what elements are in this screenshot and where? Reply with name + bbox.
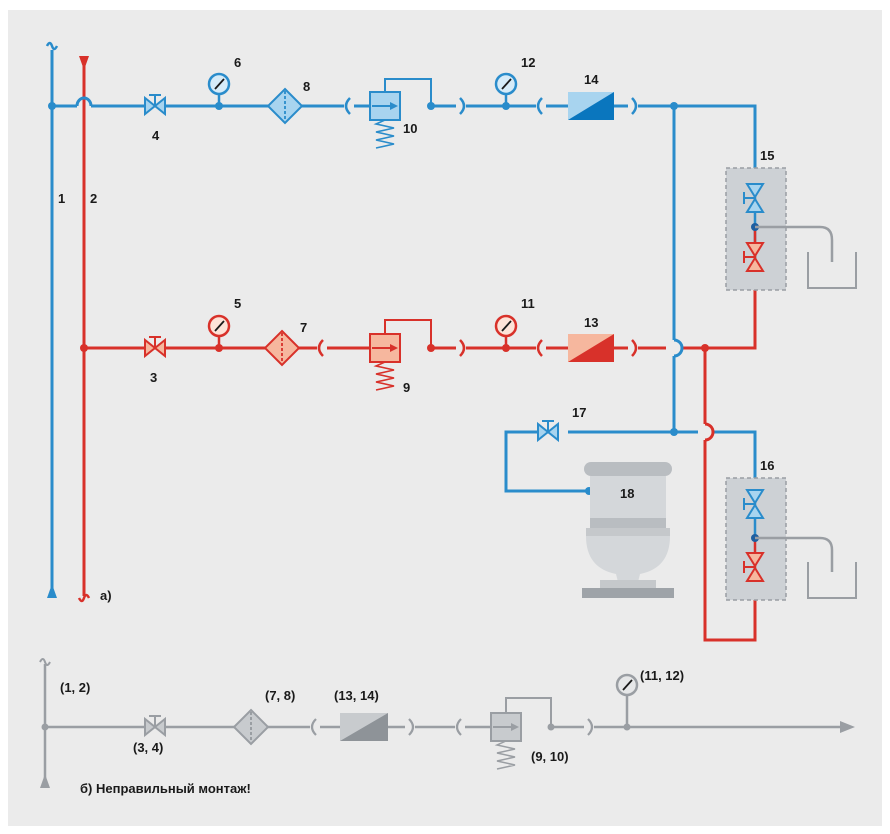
label-9: 9 xyxy=(403,380,410,395)
label-b-filter: (7, 8) xyxy=(265,688,295,703)
cold-branch xyxy=(504,106,757,495)
label-12: 12 xyxy=(521,55,535,70)
hot-riser xyxy=(77,56,91,603)
label-b-meter: (13, 14) xyxy=(334,688,379,703)
hot-main-line xyxy=(80,270,757,357)
pipe-break-icon xyxy=(77,593,91,603)
cold-pressure-reducer-icon xyxy=(369,78,432,149)
pipe-break-icon xyxy=(45,41,59,51)
toilet-icon xyxy=(582,462,674,598)
label-16: 16 xyxy=(760,458,774,473)
flow-arrow-icon xyxy=(47,584,57,598)
hot-pressure-reducer-icon xyxy=(369,319,432,391)
label-18: 18 xyxy=(620,486,634,501)
label-10: 10 xyxy=(403,121,417,136)
label-b-gauge: (11, 12) xyxy=(640,668,684,683)
label-6: 6 xyxy=(234,55,241,70)
incorrect-filter-icon xyxy=(232,708,270,746)
label-3: 3 xyxy=(150,370,157,385)
hot-filter-icon xyxy=(263,329,301,367)
label-b-pipes: (1, 2) xyxy=(60,680,90,695)
variant-a-label: a) xyxy=(100,588,112,603)
labels: 1 2 3 4 5 6 7 8 9 10 11 12 13 14 15 16 1… xyxy=(58,55,774,796)
label-b-reducer: (9, 10) xyxy=(531,749,569,764)
cold-filter-icon xyxy=(266,87,304,125)
label-b-valve: (3, 4) xyxy=(133,740,163,755)
fixture-15-mixer xyxy=(725,167,857,291)
label-13: 13 xyxy=(584,315,598,330)
incorrect-gauge-icon xyxy=(615,673,639,727)
label-7: 7 xyxy=(300,320,307,335)
label-5: 5 xyxy=(234,296,241,311)
label-14: 14 xyxy=(584,72,599,87)
background-panel xyxy=(8,10,882,826)
hot-shutoff-valve-icon xyxy=(144,336,166,359)
cold-riser xyxy=(45,41,59,598)
label-17: 17 xyxy=(572,405,586,420)
label-4: 4 xyxy=(152,128,160,143)
label-11: 11 xyxy=(521,296,535,311)
label-15: 15 xyxy=(760,148,774,163)
label-2: 2 xyxy=(90,191,97,206)
incorrect-valve-icon xyxy=(144,715,166,738)
hot-water-meter-icon xyxy=(568,334,614,362)
hot-branch xyxy=(703,348,757,642)
pipe-crossing xyxy=(75,96,93,107)
toilet-shutoff-valve-icon xyxy=(537,420,559,443)
label-1: 1 xyxy=(58,191,65,206)
cold-water-meter-icon xyxy=(568,92,614,120)
caption-incorrect-install: б) Неправильный монтаж! xyxy=(80,781,251,796)
fixture-16-mixer xyxy=(725,477,857,601)
incorrect-reducer-icon xyxy=(490,697,552,770)
incorrect-meter-icon xyxy=(340,713,388,741)
flow-arrow-icon xyxy=(79,56,89,70)
cold-shutoff-valve-icon xyxy=(144,94,166,117)
label-8: 8 xyxy=(303,79,310,94)
